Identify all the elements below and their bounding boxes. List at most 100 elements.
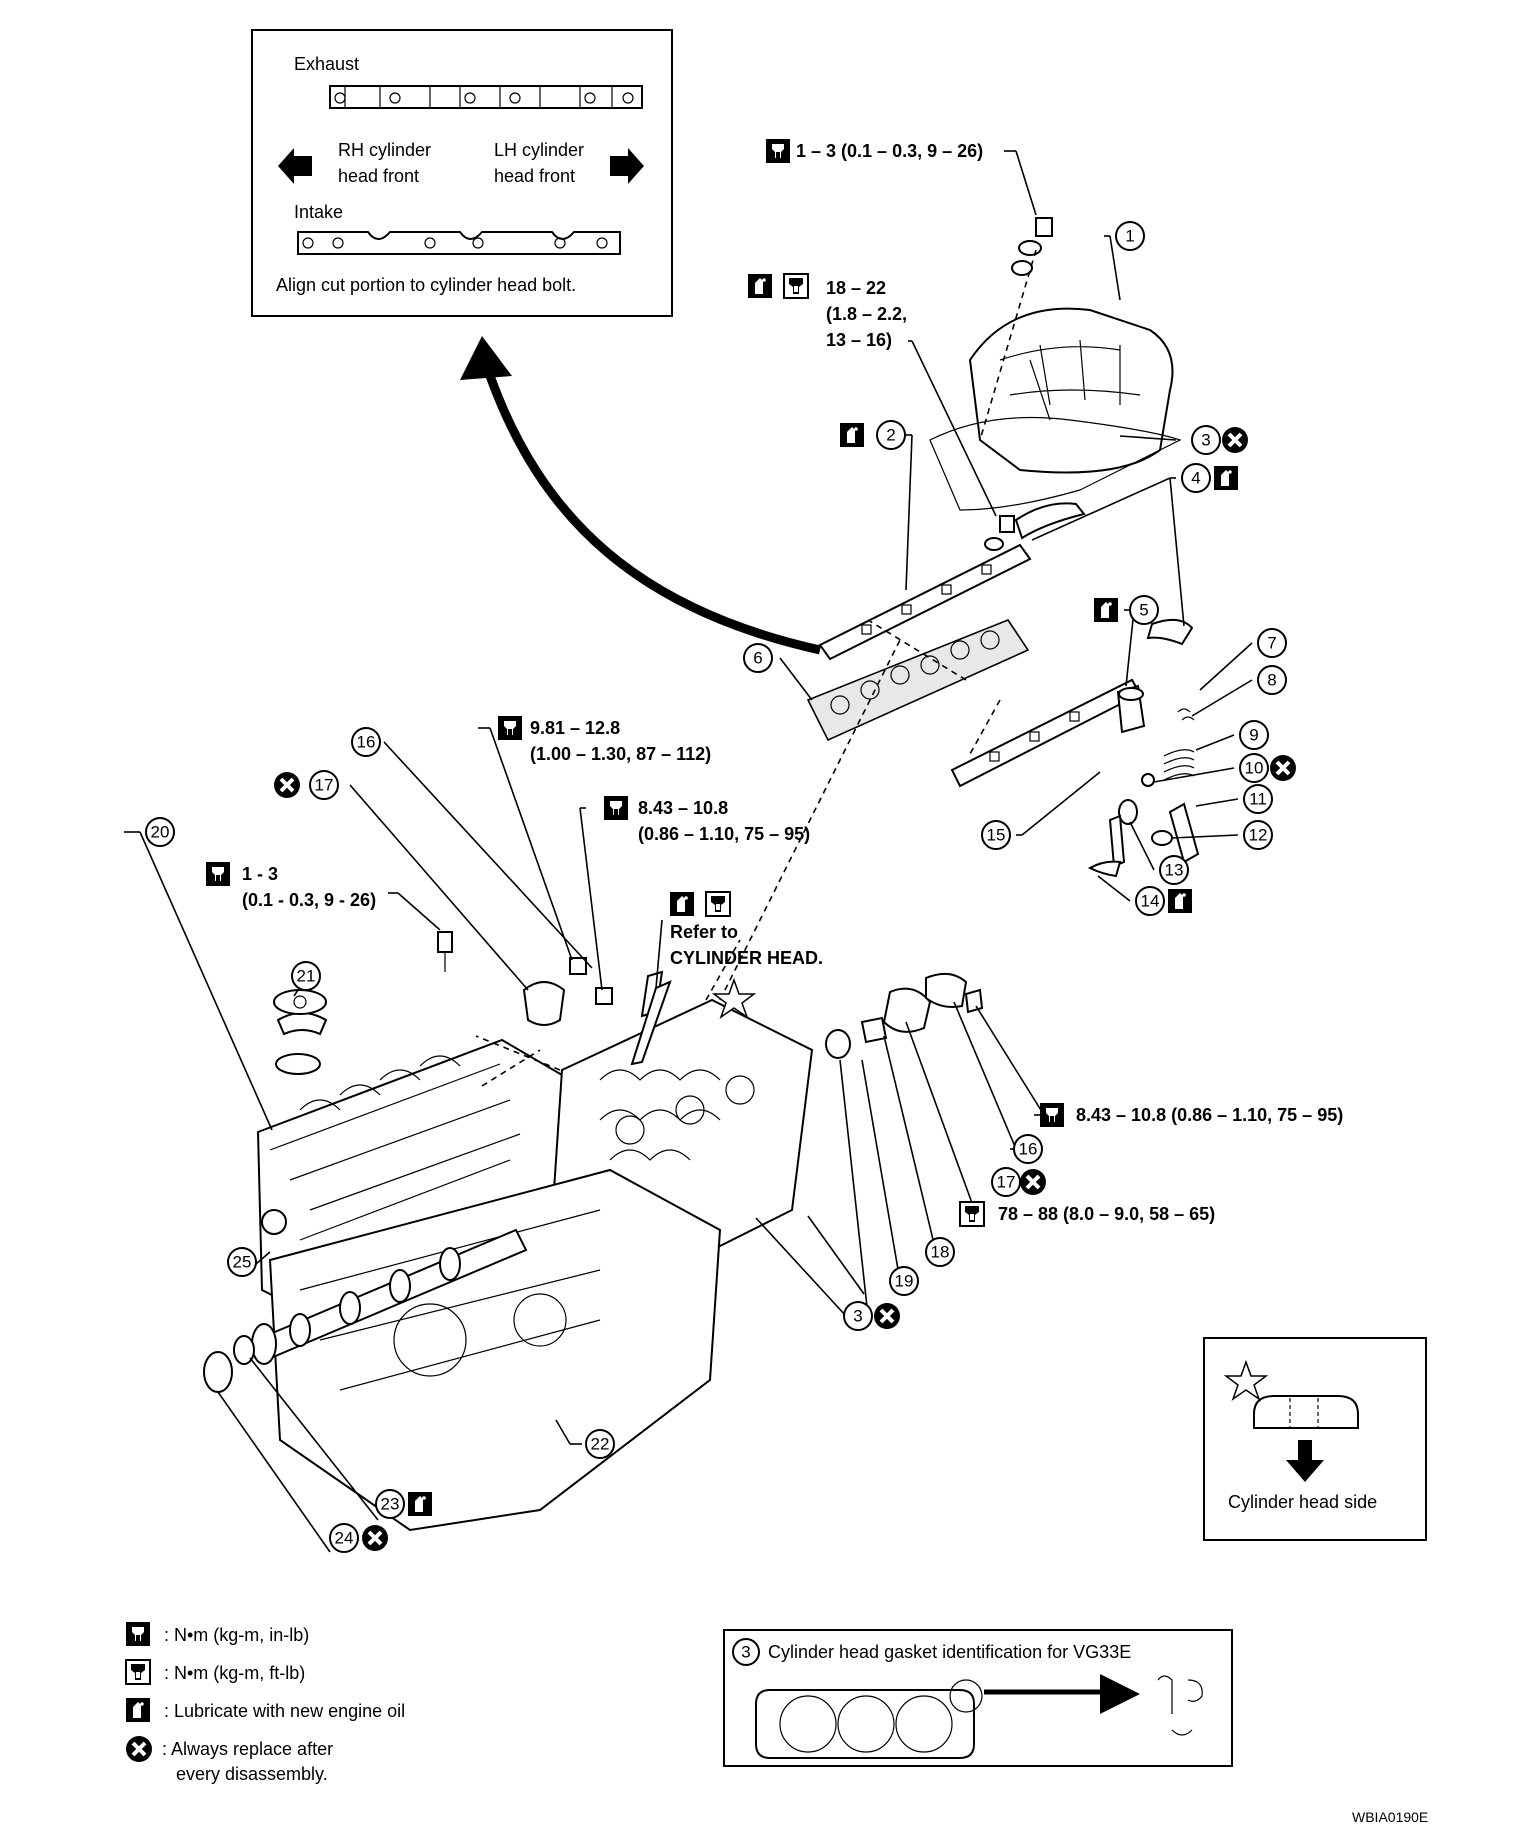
callout-23: 23 [375, 1489, 405, 1519]
svg-text:17: 17 [315, 776, 334, 795]
svg-text:16: 16 [1019, 1140, 1038, 1159]
torque-in-lb-icon [126, 1622, 150, 1646]
torque-label-1-3: 1 - 3 (0.1 - 0.3, 9 - 26) [206, 862, 376, 910]
replace-icon [360, 1523, 390, 1553]
svg-text:22: 22 [591, 1435, 610, 1454]
svg-text:10: 10 [1245, 759, 1264, 778]
gasket-box-title: Cylinder head gasket identification for … [768, 1642, 1131, 1662]
callout-16-right: 16 [1013, 1134, 1043, 1164]
svg-text:24: 24 [335, 1529, 354, 1548]
leader-lines [124, 150, 1253, 1553]
callout-17-right: 17 [991, 1167, 1021, 1197]
torque-label-rocker: 18 – 22 (1.8 – 2.2, 13 – 16) [748, 273, 907, 350]
torque-label-cylinder-head: Refer to CYLINDER HEAD. [670, 891, 823, 968]
callout-10: 10 [1239, 753, 1269, 783]
svg-text:(0.1 - 0.3, 9 - 26): (0.1 - 0.3, 9 - 26) [242, 890, 376, 910]
head-parts-left [273, 931, 664, 1026]
arrow-down-icon [1286, 1440, 1324, 1482]
bolt-orientation-box: Cylinder head side [1203, 1337, 1427, 1541]
arrow-left-icon [278, 148, 312, 184]
torque-in-lb-icon [604, 796, 628, 820]
svg-text:1 - 3: 1 - 3 [242, 864, 278, 884]
svg-text:14: 14 [1141, 892, 1160, 911]
rocker-shaft-bolt [984, 515, 1015, 551]
svg-text:12: 12 [1249, 826, 1268, 845]
inset-rh-label-1: RH cylinder [338, 140, 431, 160]
exhaust-gasket-strip [329, 85, 643, 109]
torque-in-lb-icon [1040, 1103, 1064, 1127]
torque-label-843-upper: 8.43 – 10.8 (0.86 – 1.10, 75 – 95) [604, 796, 810, 844]
alignment-inset: Exhaust RH cylinder head front LH cylind… [251, 29, 673, 317]
rocker-shaft-lower [950, 678, 1142, 788]
water-outlet-parts [825, 972, 984, 1059]
callout-4: 4 [1181, 463, 1211, 493]
callout-6: 6 [743, 643, 773, 673]
svg-text:2: 2 [886, 426, 895, 445]
inset-lh-label-2: head front [494, 166, 575, 186]
bolt-orientation-label: Cylinder head side [1228, 1492, 1377, 1512]
svg-text:18 – 22: 18 – 22 [826, 278, 886, 298]
arrow-right-icon [610, 148, 644, 184]
torque-ft-lb-icon [959, 1201, 985, 1227]
oil-icon [670, 892, 694, 916]
oil-icon [1214, 466, 1238, 490]
svg-text:8.43 – 10.8 (0.86 – 1.10, 75 –: 8.43 – 10.8 (0.86 – 1.10, 75 – 95) [1076, 1105, 1343, 1125]
legend-in-lb: : N•m (kg-m, in-lb) [164, 1625, 309, 1645]
callout-7: 7 [1257, 628, 1287, 658]
oil-icon [840, 423, 864, 447]
svg-text:8.43 – 10.8: 8.43 – 10.8 [638, 798, 728, 818]
svg-text:8: 8 [1267, 671, 1276, 690]
replace-icon [1220, 425, 1250, 455]
svg-text:(1.00 – 1.30, 87 – 112): (1.00 – 1.30, 87 – 112) [530, 744, 711, 764]
replace-icon [1268, 753, 1298, 783]
gasket-box-number: 3 [741, 1643, 750, 1662]
callout-22: 22 [585, 1429, 615, 1459]
svg-text:CYLINDER HEAD.: CYLINDER HEAD. [670, 948, 823, 968]
rocker-arm-assembly [806, 619, 1030, 742]
gasket-identification-box: 3 Cylinder head gasket identification fo… [723, 1629, 1233, 1767]
star-icon [1223, 1359, 1269, 1401]
valve-parts [1087, 684, 1200, 878]
torque-in-lb-icon [766, 139, 790, 163]
callout-18: 18 [925, 1237, 955, 1267]
engine-block [203, 998, 814, 1532]
callout-14: 14 [1135, 886, 1165, 916]
oil-icon [1168, 889, 1192, 913]
svg-text:(1.8 – 2.2,: (1.8 – 2.2, [826, 304, 907, 324]
callout-15: 15 [981, 820, 1011, 850]
torque-in-lb-icon [206, 862, 230, 886]
legend-oil: : Lubricate with new engine oil [164, 1701, 405, 1721]
cylinder-head-bolt [630, 980, 672, 1066]
rocker-cover-bolt [1011, 217, 1053, 276]
svg-text:13: 13 [1165, 861, 1184, 880]
star-icon [711, 977, 757, 1019]
svg-text:21: 21 [297, 967, 316, 986]
intake-gasket-strip [297, 231, 621, 255]
svg-text:1: 1 [1125, 227, 1134, 246]
svg-text:13 – 16): 13 – 16) [826, 330, 892, 350]
inset-note: Align cut portion to cylinder head bolt. [276, 275, 576, 295]
svg-text:4: 4 [1191, 469, 1200, 488]
callout-12: 12 [1243, 820, 1273, 850]
legend-replace-1: : Always replace after [162, 1739, 333, 1759]
inset-rh-label-2: head front [338, 166, 419, 186]
callout-25: 25 [227, 1247, 257, 1277]
torque-label-78: 78 – 88 (8.0 – 9.0, 58 – 65) [959, 1201, 1215, 1227]
svg-text:3: 3 [853, 1307, 862, 1326]
rocker-cover [968, 307, 1174, 474]
svg-text:5: 5 [1139, 601, 1148, 620]
svg-text:1 – 3 (0.1 – 0.3, 9 – 26): 1 – 3 (0.1 – 0.3, 9 – 26) [796, 141, 983, 161]
legend-replace-2: every disassembly. [176, 1764, 328, 1784]
torque-ft-lb-icon [125, 1659, 151, 1685]
torque-label-top: 1 – 3 (0.1 – 0.3, 9 – 26) [766, 139, 983, 163]
callout-20: 20 [145, 817, 175, 847]
callout-2: 2 [876, 420, 906, 450]
replace-icon [1018, 1167, 1048, 1197]
callout-24: 24 [329, 1523, 359, 1553]
replace-icon [872, 1301, 902, 1331]
rocker-arm-right [1146, 618, 1194, 646]
callout-11: 11 [1243, 784, 1273, 814]
inset-intake-label: Intake [294, 202, 343, 222]
callout-13: 13 [1159, 855, 1189, 885]
figure-id: WBIA0190E [1352, 1809, 1428, 1825]
